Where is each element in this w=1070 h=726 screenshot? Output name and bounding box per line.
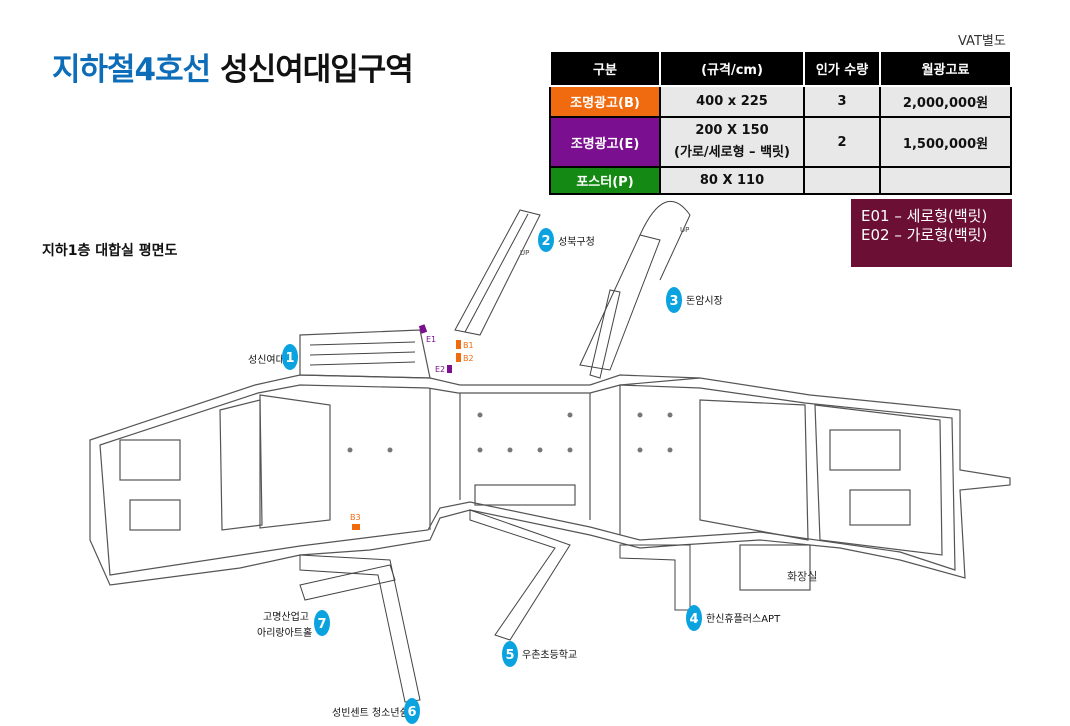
col-header-quantity: 인가 수량 — [803, 50, 881, 87]
exit-label-line2: 아리랑아트홀 — [257, 626, 312, 639]
ad-type-legend: E01 – 세로형(백릿) E02 – 가로형(백릿) — [851, 199, 1012, 267]
ad-marker-b1: B1 — [463, 341, 474, 350]
spec-line: 200 X 150 — [695, 123, 769, 138]
legend-line-e02: E02 – 가로형(백릿) — [861, 226, 988, 244]
exit-number: 1 — [285, 351, 294, 366]
category-cell: 조명광고(E) — [549, 116, 661, 168]
quantity-cell: 2 — [803, 116, 881, 168]
exit-badge — [404, 698, 420, 724]
fee-cell: 2,000,000원 — [879, 85, 1012, 118]
ad-markers: E1 E2 B1 B2 B3 — [350, 324, 474, 530]
concourse-outline — [89, 329, 1011, 591]
stairways — [299, 200, 691, 703]
col-header-spec: (규격/cm) — [659, 50, 805, 87]
title-station: 성신여대입구역 — [220, 52, 414, 88]
table-header-row: 구분 (규격/cm) 인가 수량 월광고료 — [549, 50, 1012, 87]
ad-marker-e2-box — [447, 365, 452, 373]
spec-cell: 400 x 225 — [659, 85, 805, 118]
stair-labels: UP UP — [520, 226, 689, 257]
ad-marker-b2: B2 — [463, 354, 474, 363]
exit-7: 고명산업고 아리랑아트홀 7 — [257, 610, 330, 639]
exit-2: 2 성북구청 — [538, 228, 595, 252]
stair-up-label: UP — [680, 226, 689, 234]
exit-6: 성빈센트 청소년쉼터 6 — [332, 698, 420, 724]
category-cell: 포스터(P) — [549, 166, 661, 195]
exit-label: 성신여대 — [248, 354, 285, 366]
category-cell: 조명광고(B) — [549, 85, 661, 118]
exit-label: 우촌초등학교 — [522, 649, 577, 661]
quantity-cell — [803, 166, 881, 195]
exit-4: 4 한신휴플러스APT — [686, 605, 781, 631]
spec-cell: 80 X 110 — [659, 166, 805, 195]
col-header-category: 구분 — [549, 50, 661, 87]
restroom-label: 화장실 — [787, 570, 817, 583]
exit-label: 성북구청 — [558, 236, 595, 248]
exit-3: 3 돈암시장 — [666, 287, 723, 313]
table-row: 조명광고(B) 400 x 225 3 2,000,000원 — [549, 85, 1012, 118]
stair-up-label: UP — [520, 249, 529, 257]
exit-badge — [502, 641, 518, 667]
price-table: 구분 (규격/cm) 인가 수량 월광고료 조명광고(B) 400 x 225 … — [549, 50, 1012, 195]
ad-marker-b2-box — [456, 353, 461, 362]
title-line: 지하철4호선 — [52, 52, 211, 88]
spec-line: (가로/세로형 – 백릿) — [674, 145, 790, 160]
columns — [347, 412, 673, 453]
exit-badge — [314, 610, 330, 636]
exit-5: 5 우촌초등학교 — [502, 641, 577, 667]
fee-cell: 1,500,000원 — [879, 116, 1012, 168]
exit-number: 3 — [669, 294, 678, 309]
ad-marker-e1-box — [418, 324, 428, 334]
fee-cell — [879, 166, 1012, 195]
ad-marker-e2: E2 — [435, 365, 445, 374]
exit-label: 성빈센트 청소년쉼터 — [332, 707, 418, 719]
exit-label-line1: 고명산업고 — [263, 610, 309, 623]
col-header-fee: 월광고료 — [879, 50, 1012, 87]
table-row: 조명광고(E) 200 X 150 (가로/세로형 – 백릿) 2 1,500,… — [549, 116, 1012, 168]
exit-number: 5 — [505, 648, 514, 663]
exit-label: 한신휴플러스APT — [706, 613, 781, 625]
exit-badge — [666, 287, 682, 313]
exit-number: 6 — [407, 705, 416, 720]
exit-badge — [686, 605, 702, 631]
ad-marker-b1-box — [456, 340, 461, 349]
exit-markers: 성신여대 1 2 성북구청 3 돈암시장 4 한신휴플러스APT 5 우촌초등학… — [248, 228, 781, 724]
legend-line-e01: E01 – 세로형(백릿) — [861, 207, 988, 225]
ad-marker-b3-box — [352, 524, 360, 530]
exit-number: 7 — [317, 617, 326, 632]
exit-1: 성신여대 1 — [248, 344, 298, 370]
exit-label: 돈암시장 — [686, 295, 723, 307]
spec-cell: 200 X 150 (가로/세로형 – 백릿) — [659, 116, 805, 168]
quantity-cell: 3 — [803, 85, 881, 118]
table-row: 포스터(P) 80 X 110 — [549, 166, 1012, 195]
vat-note: VAT별도 — [958, 34, 1006, 49]
exit-badge — [282, 344, 298, 370]
ad-marker-b3: B3 — [350, 513, 361, 522]
exit-badge — [538, 228, 554, 252]
exit-number: 4 — [689, 612, 698, 627]
exit-number: 2 — [541, 234, 550, 249]
ad-marker-e1: E1 — [426, 335, 436, 344]
floor-plan-label: 지하1층 대합실 평면도 — [42, 243, 178, 259]
